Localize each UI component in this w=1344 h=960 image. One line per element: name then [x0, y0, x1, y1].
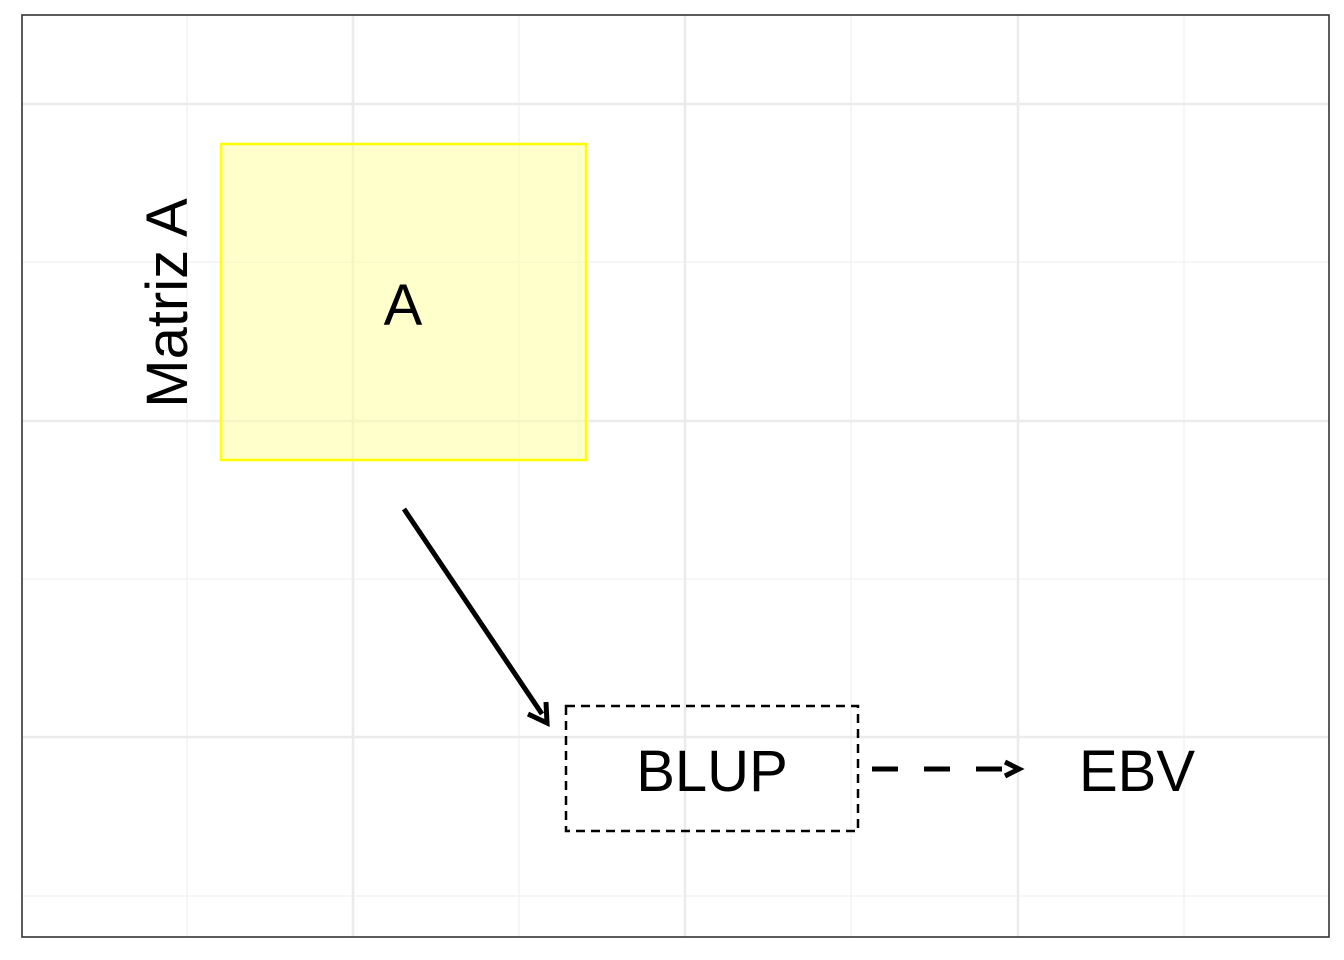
matrix-a-box [219, 142, 588, 462]
blup-box [564, 704, 860, 833]
blup-label: BLUP [636, 739, 788, 804]
panel-border [21, 14, 1330, 938]
blup-to-ebv-arrow [872, 759, 1025, 779]
ebv-label: EBV [1079, 739, 1195, 804]
matrix-a-label: Matriz A [135, 198, 200, 408]
matrix-symbol: A [384, 273, 423, 338]
matrix-to-blup-arrow [401, 507, 550, 728]
